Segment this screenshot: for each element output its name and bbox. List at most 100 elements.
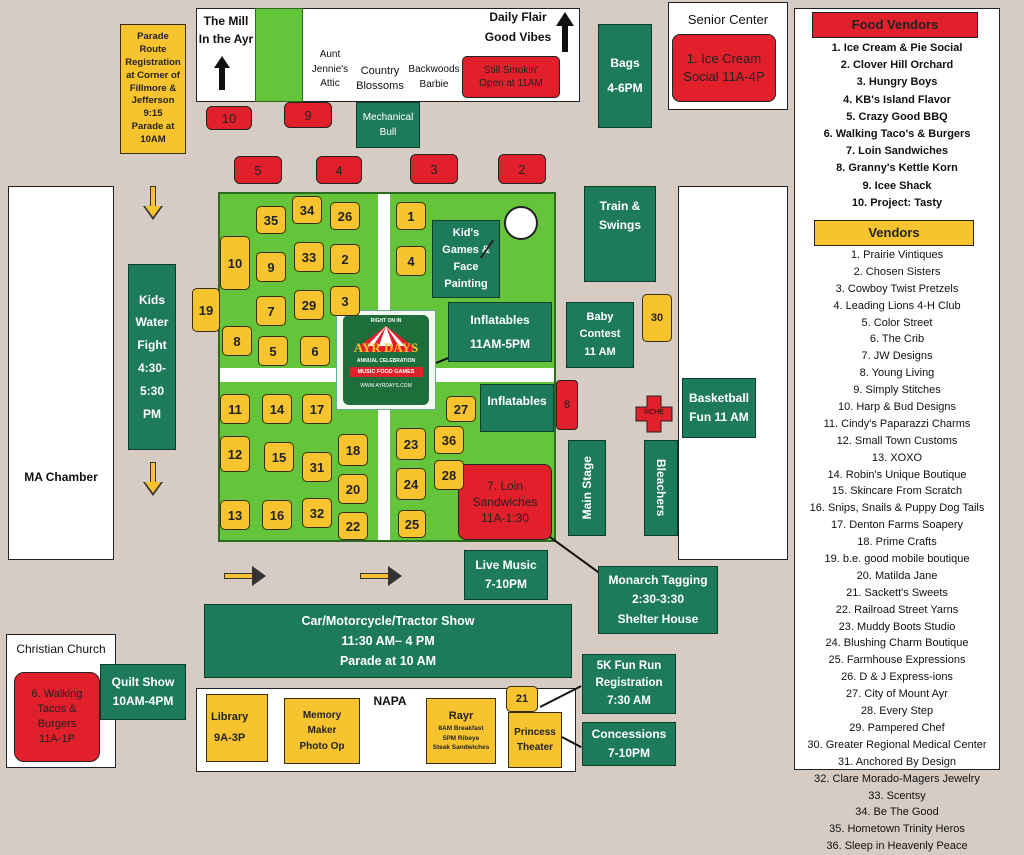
mechanical-bull-area[interactable]: Mechanical Bull bbox=[356, 102, 420, 148]
booth-21[interactable]: 21 bbox=[506, 686, 538, 712]
food-vendor-item: 2. Clover Hill Orchard bbox=[840, 59, 954, 72]
food-booth-8[interactable]: 8 bbox=[556, 380, 578, 430]
mill-green-strip bbox=[255, 8, 303, 102]
vendor-item: 19. b.e. good mobile boutique bbox=[824, 553, 970, 566]
vendor-booth-28[interactable]: 28 bbox=[434, 460, 464, 490]
vendor-booth-19[interactable]: 19 bbox=[192, 288, 220, 332]
vendor-booth-27[interactable]: 27 bbox=[446, 396, 476, 422]
vendor-booth-6[interactable]: 6 bbox=[300, 336, 330, 366]
vendor-item: 35. Hometown Trinity Heros bbox=[829, 823, 965, 836]
vendor-booth-5[interactable]: 5 bbox=[258, 336, 288, 366]
bleachers-label: Bleachers bbox=[654, 459, 669, 517]
vendor-booth-33[interactable]: 33 bbox=[294, 242, 324, 272]
vendor-booth-22[interactable]: 22 bbox=[338, 512, 368, 540]
napa-label: NAPA bbox=[373, 694, 407, 708]
vendor-item: 10. Harp & Bud Designs bbox=[837, 401, 956, 414]
vendor-booth-25[interactable]: 25 bbox=[398, 510, 426, 538]
food-booth-4[interactable]: 4 bbox=[316, 156, 362, 184]
vendor-booth-16[interactable]: 16 bbox=[262, 500, 292, 530]
vendor-booth-23[interactable]: 23 bbox=[396, 428, 426, 460]
ice-cream-social-booth[interactable]: 1. Ice Cream Social 11A-4P bbox=[672, 34, 776, 102]
vendor-item: 9. Simply Stitches bbox=[853, 384, 941, 397]
vendor-booth-2[interactable]: 2 bbox=[330, 244, 360, 274]
vendor-booth-17[interactable]: 17 bbox=[302, 394, 332, 424]
vendor-item: 12. Small Town Customs bbox=[836, 434, 958, 447]
rayr-title: Rayr bbox=[448, 710, 474, 723]
vendor-item: 27. City of Mount Ayr bbox=[846, 688, 948, 701]
fun-run-area[interactable]: 5K Fun Run Registration 7:30 AM bbox=[582, 654, 676, 714]
food-booth-3[interactable]: 3 bbox=[410, 154, 458, 184]
vendor-booth-1[interactable]: 1 bbox=[396, 202, 426, 230]
car-show-area[interactable]: Car/Motorcycle/Tractor Show 11:30 AM– 4 … bbox=[204, 604, 572, 678]
vendor-booth-18[interactable]: 18 bbox=[338, 434, 368, 466]
inflatables-small-area[interactable]: Inflatables bbox=[480, 384, 554, 432]
memory-maker-booth[interactable]: Memory Maker Photo Op bbox=[284, 698, 360, 764]
backwoods-barbie-label: Backwoods Barbie bbox=[408, 64, 460, 90]
food-vendor-item: 4. KB's Island Flavor bbox=[843, 93, 951, 106]
vendor-booth-26[interactable]: 26 bbox=[330, 202, 360, 230]
logo-top: RIGHT ON IN bbox=[370, 318, 402, 324]
balloon-icon bbox=[504, 206, 538, 240]
vendor-item: 3. Cowboy Twist Pretzels bbox=[835, 282, 959, 295]
vendor-item: 13. XOXO bbox=[871, 451, 923, 464]
booth-30[interactable]: 30 bbox=[642, 294, 672, 342]
vendor-booth-36[interactable]: 36 bbox=[434, 426, 464, 454]
christian-church-label: Christian Church bbox=[16, 642, 106, 656]
arrow-down-icon bbox=[143, 186, 163, 220]
vendor-booth-15[interactable]: 15 bbox=[264, 442, 294, 472]
vendor-booth-4[interactable]: 4 bbox=[396, 246, 426, 276]
main-stage-label: Main Stage bbox=[579, 456, 594, 520]
train-swings-area[interactable]: Train & Swings bbox=[584, 186, 656, 282]
vendor-booth-10[interactable]: 10 bbox=[220, 236, 250, 290]
bags-area[interactable]: Bags 4-6PM bbox=[598, 24, 652, 128]
baby-contest-area[interactable]: Baby Contest 11 AM bbox=[566, 302, 634, 368]
parade-route-info: Parade Route Registration at Corner of F… bbox=[120, 24, 186, 154]
rayr-booth[interactable]: Rayr 8AM Breakfast 5PM Ribeye Steak Sand… bbox=[426, 698, 496, 764]
walking-tacos-booth[interactable]: 6. Walking Tacos & Burgers 11A-1P bbox=[14, 672, 100, 762]
kids-games-area[interactable]: Kid's Games & Face Painting bbox=[432, 220, 500, 298]
food-booth-5[interactable]: 5 bbox=[234, 156, 282, 184]
loin-sandwiches-booth[interactable]: 7. Loin Sandwiches 11A-1:30 bbox=[458, 464, 552, 540]
vendor-booth-35[interactable]: 35 bbox=[256, 206, 286, 234]
bleachers-area[interactable]: Bleachers bbox=[644, 440, 678, 536]
library-booth[interactable]: Library 9A-3P bbox=[206, 694, 268, 762]
food-vendors-header: Food Vendors bbox=[812, 12, 978, 38]
vendor-booth-12[interactable]: 12 bbox=[220, 436, 250, 472]
vendor-booth-32[interactable]: 32 bbox=[302, 498, 332, 528]
vendor-item: 17. Denton Farms Soapery bbox=[830, 519, 964, 532]
vendor-booth-31[interactable]: 31 bbox=[302, 452, 332, 482]
vendor-booth-14[interactable]: 14 bbox=[262, 394, 292, 424]
food-vendor-item: 10. Project: Tasty bbox=[851, 196, 943, 209]
food-vendor-item: 5. Crazy Good BBQ bbox=[846, 110, 948, 123]
basketball-area[interactable]: Basketball Fun 11 AM bbox=[682, 378, 756, 438]
vendor-item: 6. The Crib bbox=[869, 333, 925, 346]
monarch-tagging-area[interactable]: Monarch Tagging 2:30-3:30 Shelter House bbox=[598, 566, 718, 634]
rayr-menu: 8AM Breakfast 5PM Ribeye Steak Sandwiche… bbox=[432, 725, 490, 752]
north-arrow-icon bbox=[214, 56, 230, 90]
vendor-booth-9[interactable]: 9 bbox=[256, 252, 286, 282]
senior-center-label: Senior Center bbox=[687, 12, 769, 27]
kids-water-fight-area[interactable]: Kids Water Fight 4:30- 5:30 PM bbox=[128, 264, 176, 450]
vendor-booth-7[interactable]: 7 bbox=[256, 296, 286, 326]
vendor-booth-20[interactable]: 20 bbox=[338, 474, 368, 504]
still-smokin-booth[interactable]: Still Smokin' Open at 11AM bbox=[462, 56, 560, 98]
main-stage[interactable]: Main Stage bbox=[568, 440, 606, 536]
vendor-booth-24[interactable]: 24 bbox=[396, 468, 426, 500]
vendor-booth-34[interactable]: 34 bbox=[292, 196, 322, 224]
vendor-booth-8[interactable]: 8 bbox=[222, 326, 252, 356]
food-booth-2[interactable]: 2 bbox=[498, 154, 546, 184]
vendor-item: 34. Be The Good bbox=[855, 806, 939, 819]
inflatables-area[interactable]: Inflatables 11AM-5PM bbox=[448, 302, 552, 362]
vendor-booth-13[interactable]: 13 bbox=[220, 500, 250, 530]
concessions-area[interactable]: Concessions 7-10PM bbox=[582, 722, 676, 766]
food-booth-9[interactable]: 9 bbox=[284, 102, 332, 128]
live-music-area[interactable]: Live Music 7-10PM bbox=[464, 550, 548, 600]
princess-theater-booth[interactable]: Princess Theater bbox=[508, 712, 562, 768]
vendor-booth-11[interactable]: 11 bbox=[220, 394, 250, 424]
quilt-show-area[interactable]: Quilt Show 10AM-4PM bbox=[100, 664, 186, 720]
vendor-booth-3[interactable]: 3 bbox=[330, 286, 360, 316]
vendor-booth-29[interactable]: 29 bbox=[294, 290, 324, 320]
food-vendor-item: 9. Icee Shack bbox=[862, 179, 932, 192]
food-booth-10[interactable]: 10 bbox=[206, 106, 252, 130]
logo-name: AYR DAYS bbox=[353, 340, 419, 355]
